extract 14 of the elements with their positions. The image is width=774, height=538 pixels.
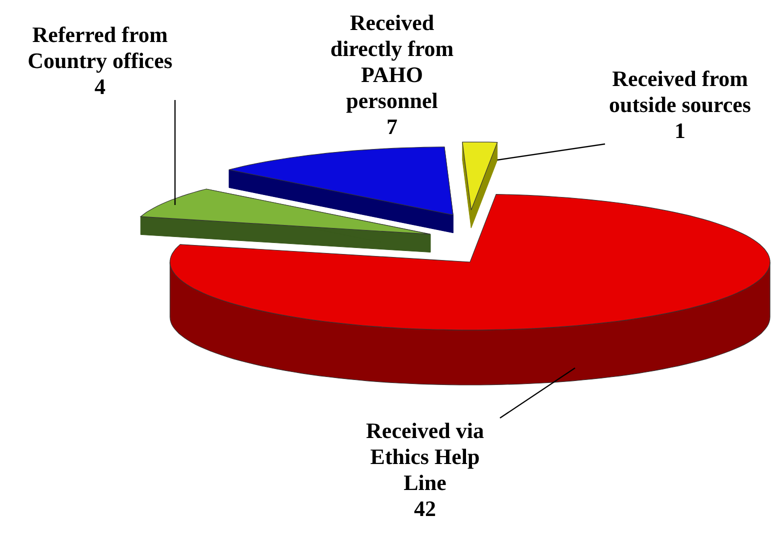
slice-value: 1: [674, 118, 686, 144]
leader-line: [174, 100, 176, 205]
slice-label: Received directly from PAHO personnel: [329, 10, 455, 114]
pie-wedge: [462, 142, 498, 228]
slice-label: Referred from Country offices: [26, 22, 174, 74]
leader-line: [497, 143, 606, 161]
leader-line: [500, 368, 576, 418]
slice-label: Received via Ethics Help Line: [365, 418, 485, 496]
slice-label: Received from outside sources: [608, 66, 752, 118]
pie-wedge: [170, 194, 770, 386]
pie-wedge: [228, 146, 454, 234]
slice-value: 4: [94, 74, 106, 100]
slice-value: 42: [414, 496, 436, 522]
slice-value: 7: [386, 114, 398, 140]
